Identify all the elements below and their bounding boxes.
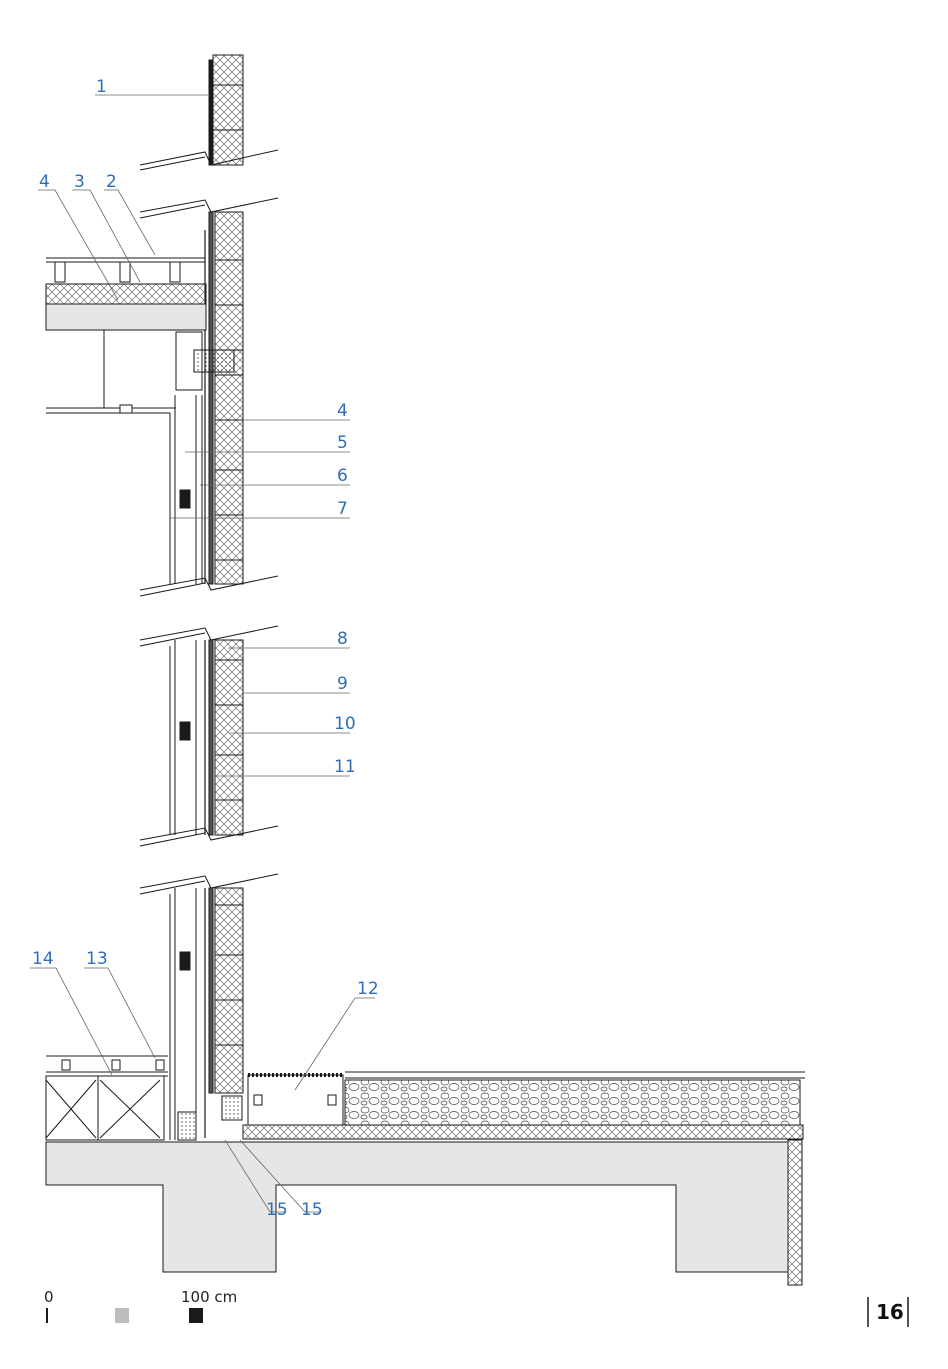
callout-leaders <box>30 94 375 1213</box>
callout-4-wall: 4 <box>337 401 348 421</box>
page-number: 16 <box>876 1300 904 1324</box>
concrete-slab <box>45 1141 789 1273</box>
callout-13: 13 <box>86 949 108 969</box>
callout-labels: 1 2 3 4 4 5 6 7 8 9 10 11 12 13 14 15 15 <box>32 77 379 1220</box>
scale-tick-zero <box>46 1308 48 1323</box>
callout-4-roof: 4 <box>39 172 50 192</box>
callout-14: 14 <box>32 949 54 969</box>
scale-end-label: 100 cm <box>181 1288 237 1306</box>
scale-block-grey <box>115 1308 129 1323</box>
callout-7: 7 <box>337 499 348 519</box>
interior-frame-upper <box>169 395 203 584</box>
callout-11: 11 <box>334 757 356 777</box>
callout-8: 8 <box>337 629 348 649</box>
section-geometry <box>45 54 805 1286</box>
callout-10: 10 <box>334 714 356 734</box>
callout-5: 5 <box>337 433 348 453</box>
raised-floor <box>45 1055 243 1141</box>
callout-2: 2 <box>106 172 117 192</box>
scale-block-black <box>189 1308 203 1323</box>
callout-15-right: 15 <box>301 1200 323 1220</box>
parapet-block <box>139 54 279 171</box>
callout-6: 6 <box>337 466 348 486</box>
middle-wall-segment <box>139 625 279 847</box>
callout-1: 1 <box>96 77 107 97</box>
callout-15-left: 15 <box>266 1200 288 1220</box>
callout-3: 3 <box>74 172 85 192</box>
callout-12: 12 <box>357 979 379 999</box>
scale-bar: 0 100 cm <box>44 1288 237 1323</box>
roof-deck <box>45 257 235 414</box>
page-number-group: 16 <box>867 1297 909 1327</box>
lower-wall-segment <box>139 873 279 1140</box>
scale-start-label: 0 <box>44 1288 54 1306</box>
callout-9: 9 <box>337 674 348 694</box>
